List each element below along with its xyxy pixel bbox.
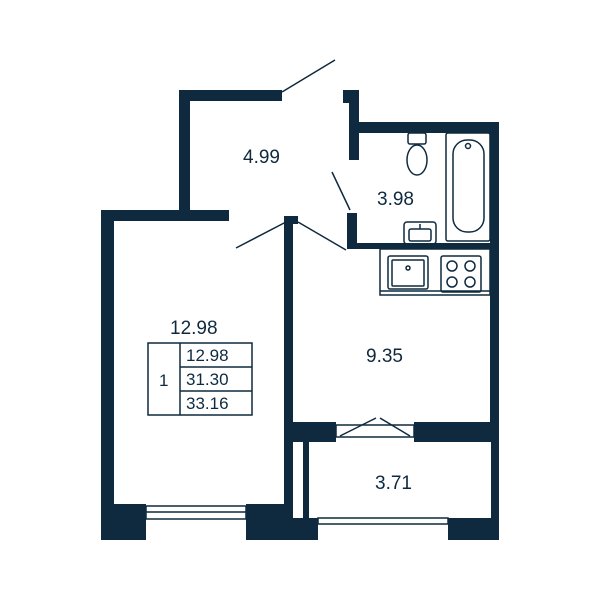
walls [101,90,499,540]
door-entrance [281,59,336,93]
door-bathroom [331,171,351,211]
fixtures [379,132,491,296]
wall-living-bottom-left [101,504,146,540]
wall-living-left [101,210,114,540]
kitchen-area-label: 9.35 [366,346,403,367]
window-balcony [317,517,449,525]
area-labels: 4.99 3.98 12.98 9.35 3.71 [170,147,414,494]
wall-stub-top [284,216,298,224]
wall-balcony-right [491,436,499,524]
wall-balcony-left [303,436,309,524]
wall-kitchen-bottom-right [414,422,499,442]
kitchen-counter [379,248,491,296]
wall-bath-bottom [347,243,499,249]
total-with-balcony-value: 33.16 [186,394,229,413]
hall-area-label: 4.99 [243,147,280,168]
stove-icon [440,255,482,293]
wall-bath-left-lower [347,213,357,249]
wall-hall-left [179,90,190,220]
window-kitchen [335,424,415,438]
door-balcony-right [379,417,411,437]
wall-kitchen-bottom-left [288,422,336,442]
doors [235,59,411,437]
kitchen-sink-icon [387,255,429,290]
door-living [235,221,287,249]
wall-balcony-bottom-right [448,518,499,540]
rooms-count: 1 [159,371,168,390]
wall-hall-bottom-left [101,210,229,221]
wall-living-right [284,216,293,540]
windows [145,424,449,525]
living-area-value: 12.98 [186,346,229,365]
wall-bath-left-upper [349,90,359,160]
toilet-icon [406,132,428,176]
sink-icon [403,221,437,245]
wall-living-bottom-right [246,504,290,540]
total-area-value: 31.30 [186,370,229,389]
wall-bath-top [357,122,499,133]
door-balcony-left [339,417,377,437]
bathroom-area-label: 3.98 [377,189,414,210]
bathtub-icon [445,132,491,242]
wall-hall-top [179,90,282,101]
area-summary-table: 1 12.98 31.30 33.16 [147,342,253,416]
balcony-area-label: 3.71 [375,473,412,494]
door-kitchen [297,221,347,251]
wall-balcony-bottom-left [284,518,318,540]
living-room-area-label: 12.98 [170,318,218,339]
wall-bath-right [490,122,499,442]
